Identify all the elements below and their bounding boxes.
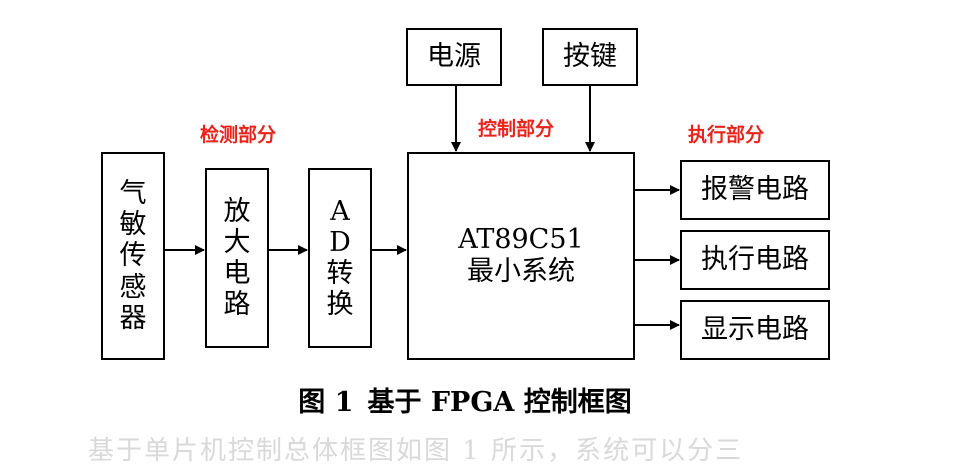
amplifier-char: 放 xyxy=(223,195,251,227)
amplifier-char: 电 xyxy=(223,258,251,289)
mcu-model-label: AT89C51 xyxy=(458,223,584,255)
ad-converter-char: 转 xyxy=(326,258,354,289)
gas-sensor-char: 气 xyxy=(119,178,147,210)
ad-converter-char: D xyxy=(329,226,351,258)
gas-sensor-char: 敏 xyxy=(119,209,147,241)
power-box: 电源 xyxy=(406,28,502,86)
alarm-circuit-label: 报警电路 xyxy=(701,173,809,205)
ad-converter-char: A xyxy=(330,195,350,227)
gas-sensor-box: 气 敏 传 感 器 xyxy=(101,152,165,360)
execution-circuit-label: 执行电路 xyxy=(701,243,809,275)
amplifier-char: 路 xyxy=(223,289,251,321)
amplifier-box: 放 大 电 路 xyxy=(205,168,269,348)
execution-circuit-box: 执行电路 xyxy=(680,230,830,290)
power-box-label: 电源 xyxy=(427,40,481,72)
keys-box-label: 按键 xyxy=(563,40,617,72)
mcu-system-box: AT89C51 最小系统 xyxy=(407,152,635,360)
figure-number: 图 1 xyxy=(298,387,354,418)
gas-sensor-char: 感 xyxy=(119,271,147,303)
execute-section-label: 执行部分 xyxy=(688,124,765,146)
keys-box: 按键 xyxy=(542,28,638,86)
display-circuit-label: 显示电路 xyxy=(701,313,809,345)
ad-converter-char: 换 xyxy=(326,289,354,321)
figure-caption: 图 1 基于 FPGA 控制框图 xyxy=(0,380,930,419)
figure-title: 基于 FPGA 控制框图 xyxy=(367,387,632,418)
ad-converter-box: A D 转 换 xyxy=(308,168,372,348)
control-section-label: 控制部分 xyxy=(478,118,555,140)
truncated-body-text: 基于单片机控制总体框图如图 1 所示，系统可以分三 xyxy=(88,436,744,466)
display-circuit-box: 显示电路 xyxy=(680,300,830,360)
gas-sensor-char: 传 xyxy=(119,240,147,272)
connector-arrows xyxy=(165,86,680,330)
gas-sensor-char: 器 xyxy=(119,302,147,334)
alarm-circuit-box: 报警电路 xyxy=(680,160,830,220)
amplifier-char: 大 xyxy=(223,226,251,258)
detect-section-label: 检测部分 xyxy=(200,124,277,146)
mcu-system-label: 最小系统 xyxy=(467,256,575,287)
